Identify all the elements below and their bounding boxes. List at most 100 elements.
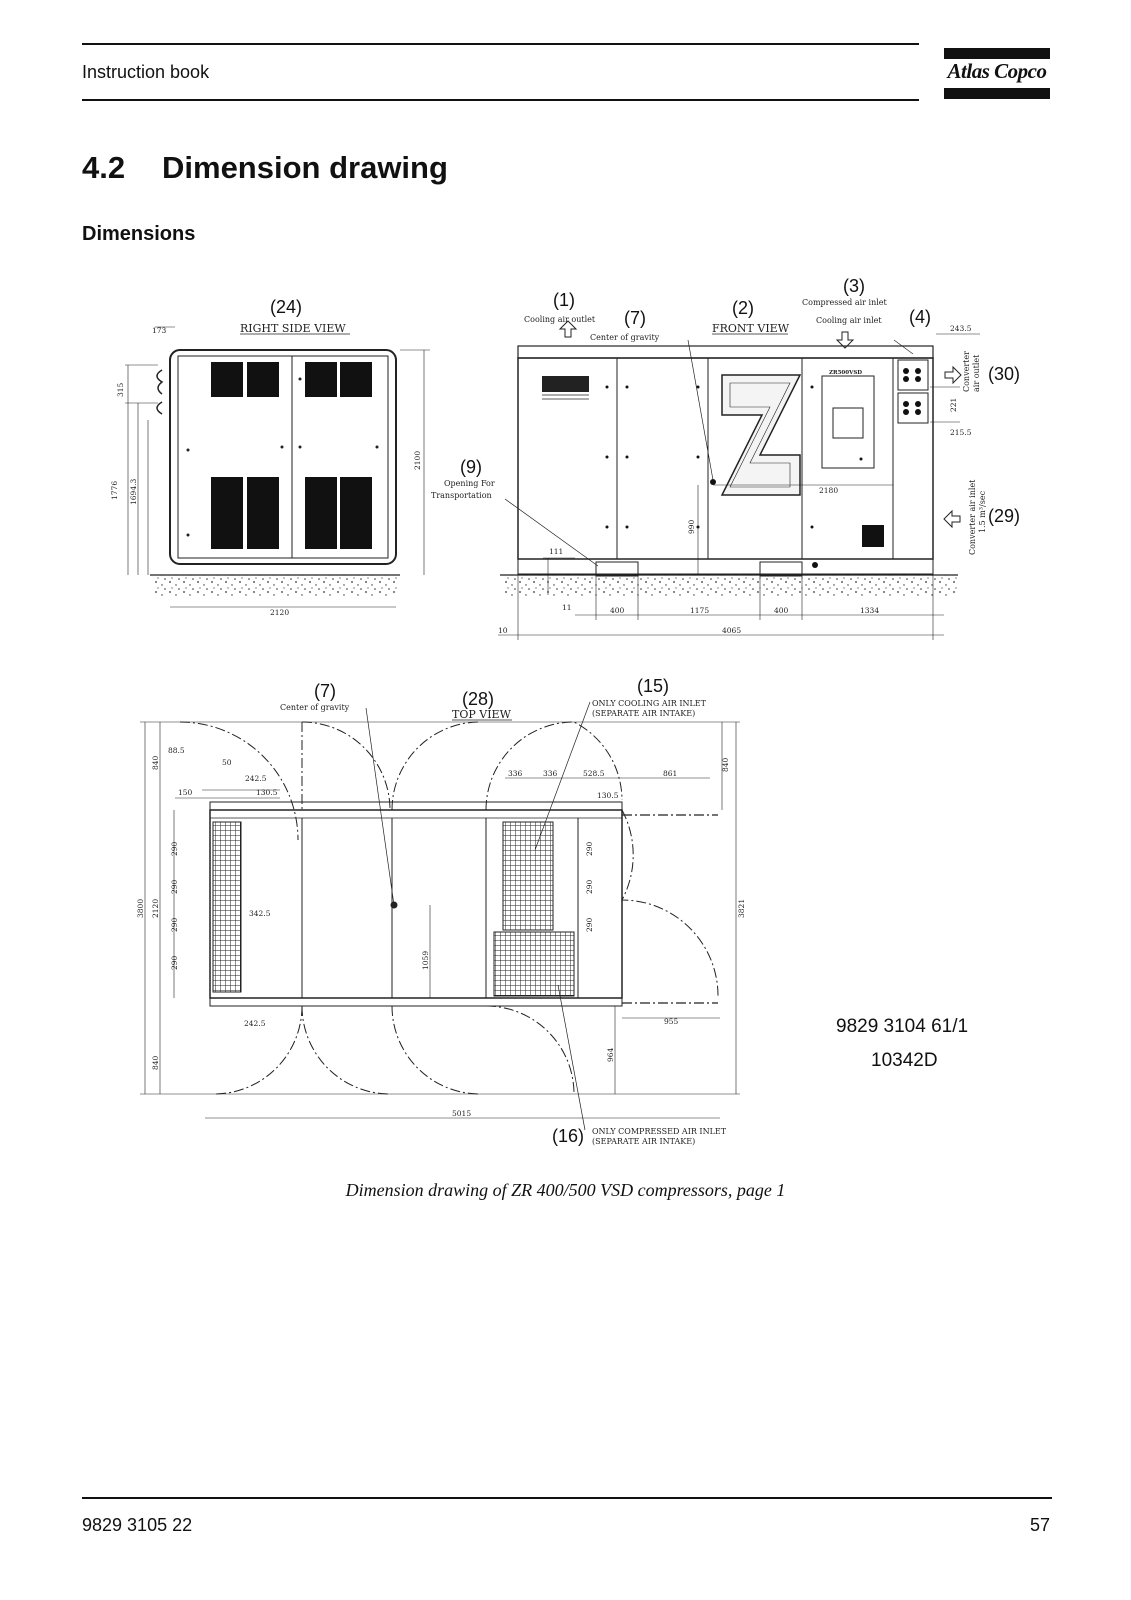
dim: 11 (562, 603, 572, 612)
right-side-view (125, 326, 430, 608)
converter-outlet-label-1: Converter (962, 351, 971, 392)
dim: 242.5 (244, 1019, 266, 1028)
dim: 130.5 (597, 791, 619, 800)
section-title: Dimension drawing (162, 150, 448, 185)
callout-2: (2) (732, 298, 754, 318)
dim: 400 (610, 606, 625, 615)
only-compressed-label-2: (SEPARATE AIR INTAKE) (592, 1137, 695, 1146)
header-title: Instruction book (82, 62, 210, 82)
dim: 1059 (421, 951, 430, 970)
drawing-number: 9829 3104 61/1 (836, 1016, 969, 1037)
dim: 342.5 (249, 909, 271, 918)
front-view-label: FRONT VIEW (712, 322, 790, 335)
atlas-copco-logo: Atlas Copco (947, 59, 1047, 83)
header-bottom-rule (82, 99, 919, 101)
dim: 1694.3 (129, 479, 138, 505)
dim: 4065 (722, 626, 741, 635)
dim: 840 (721, 757, 730, 772)
dim: 990 (687, 519, 696, 534)
callout-15: (15) (637, 676, 669, 696)
top-view-label: TOP VIEW (452, 708, 512, 721)
dim: 243.5 (950, 324, 972, 333)
center-of-gravity-front-label: Center of gravity (590, 333, 660, 342)
dim: 336 (508, 769, 523, 778)
dim: 290 (170, 841, 179, 856)
callout-9: (9) (460, 457, 482, 477)
only-cooling-label-1: ONLY COOLING AIR INLET (592, 699, 707, 708)
side-view-dimensions: 173 315 1776 1694.3 2100 2120 (110, 326, 422, 617)
dim: 290 (585, 879, 594, 894)
only-compressed-label-1: ONLY COMPRESSED AIR INLET (592, 1127, 727, 1136)
dim: 290 (585, 841, 594, 856)
callout-24: (24) (270, 297, 302, 317)
dim: 290 (585, 917, 594, 932)
opening-for-label: Opening For (444, 479, 495, 488)
dim: 2100 (413, 451, 422, 470)
dim: 290 (170, 879, 179, 894)
dim: 242.5 (245, 774, 267, 783)
dim: 5015 (452, 1109, 471, 1118)
callout-4: (4) (909, 307, 931, 327)
dim: 3821 (737, 899, 746, 918)
converter-outlet-label-2: air outlet (972, 354, 981, 392)
dim: 2120 (270, 608, 289, 617)
right-side-view-label: RIGHT SIDE VIEW (240, 322, 346, 335)
transportation-label: Transportation (431, 491, 492, 500)
top-view-dimensions: 88.5 50 242.5 150 130.5 840 290 290 290 … (136, 746, 746, 1118)
dim: 130.5 (256, 788, 278, 797)
dim: 150 (178, 788, 193, 797)
section-number: 4.2 (82, 150, 126, 185)
dim: 336 (543, 769, 558, 778)
callout-1: (1) (553, 290, 575, 310)
dim: 528.5 (583, 769, 605, 778)
subheading: Dimensions (82, 223, 196, 245)
cooling-air-outlet-label: Cooling air outlet (524, 315, 596, 324)
dim: 964 (606, 1047, 615, 1062)
dim: 215.5 (950, 428, 972, 437)
dim: 111 (549, 547, 563, 556)
callout-7-top: (7) (314, 681, 336, 701)
dim: 2180 (819, 486, 838, 495)
dim: 3800 (136, 899, 145, 918)
dim: 290 (170, 917, 179, 932)
dim: 88.5 (168, 746, 185, 755)
footer-rule (82, 1497, 1052, 1499)
converter-inlet-label-1: Converter air inlet (968, 479, 977, 555)
dim: 861 (663, 769, 677, 778)
dim: 955 (664, 1017, 679, 1026)
front-view (498, 320, 980, 640)
dim: 1334 (860, 606, 879, 615)
page-number: 57 (1030, 1515, 1051, 1535)
dim: 840 (151, 1055, 160, 1070)
dim: 50 (222, 758, 232, 767)
cooling-air-inlet-label: Cooling air inlet (816, 316, 882, 325)
front-logo-label: AtlasCopco (544, 381, 589, 390)
drawing-code: 10342D (871, 1050, 938, 1071)
only-cooling-label-2: (SEPARATE AIR INTAKE) (592, 709, 695, 718)
footer-doc-ref: 9829 3105 22 (82, 1515, 193, 1535)
converter-inlet-label-2: 1.5 m³/sec (978, 490, 987, 533)
center-of-gravity-top-label: Center of gravity (280, 703, 350, 712)
logo-bar-top (944, 48, 1050, 59)
dim: 221 (949, 398, 958, 412)
callout-3: (3) (843, 276, 865, 296)
logo-bar-bottom (944, 88, 1050, 99)
dim: 315 (116, 382, 125, 397)
dim: 2120 (151, 899, 160, 918)
dim: 10 (498, 626, 508, 635)
callout-16: (16) (552, 1126, 584, 1146)
dim: 840 (151, 755, 160, 770)
figure-caption: Dimension drawing of ZR 400/500 VSD comp… (345, 1180, 786, 1200)
dim: 290 (170, 955, 179, 970)
callout-30: (30) (988, 364, 1020, 384)
dim: 173 (152, 326, 167, 335)
drawing-labels: RIGHT SIDE VIEW FRONT VIEW TOP VIEW Cool… (240, 298, 987, 1146)
dim: 1175 (690, 606, 709, 615)
dim: 1776 (110, 481, 119, 500)
compressed-air-inlet-label: Compressed air inlet (802, 298, 888, 307)
header-top-rule (82, 43, 919, 45)
nameplate-label: ZR500VSD (829, 370, 862, 376)
dim: 400 (774, 606, 789, 615)
front-view-dimensions: 243.5 221 215.5 2180 990 111 11 400 1175… (498, 324, 972, 635)
